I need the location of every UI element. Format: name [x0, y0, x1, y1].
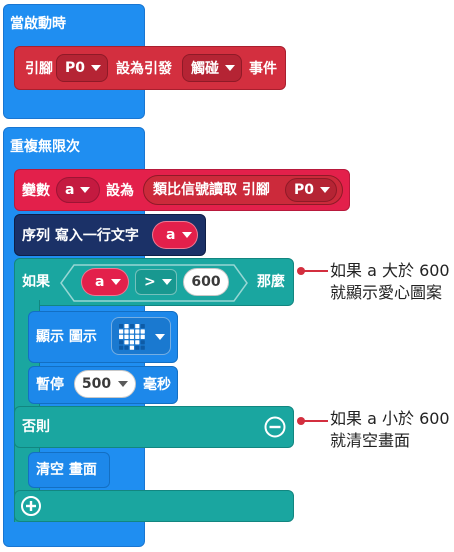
else-block-bar[interactable] — [14, 406, 294, 448]
set-var-middle: 設為 — [106, 183, 134, 199]
analog-read-label: 類比信號讀取 引腳 — [153, 182, 270, 198]
annotation-pointer-1 — [297, 267, 328, 275]
compare-var-value: a — [95, 274, 105, 290]
plus-circle-icon[interactable] — [21, 496, 41, 516]
then-label: 那麼 — [257, 274, 285, 290]
serial-write-label: 序列 寫入一行文字 — [22, 228, 139, 244]
compare-var-pill[interactable]: a — [81, 268, 129, 296]
compare-value: 600 — [191, 274, 221, 290]
if-label: 如果 — [22, 274, 50, 290]
pin-event-prefix: 引腳 — [25, 61, 53, 77]
chevron-down-icon — [155, 334, 165, 340]
annotation-2-line2: 就清空畫面 — [330, 431, 411, 450]
pause-value: 500 — [81, 376, 112, 392]
pin-dropdown[interactable]: P0 — [56, 54, 108, 82]
annotation-pointer-2 — [297, 417, 328, 425]
annotation-2-line1: 如果 a 小於 600 — [330, 409, 450, 428]
clear-screen-label: 清空 畫面 — [36, 462, 97, 478]
chevron-down-icon — [182, 232, 193, 238]
event-dropdown[interactable]: 觸碰 — [182, 54, 242, 82]
pause-unit: 毫秒 — [143, 377, 171, 393]
pause-label: 暫停 — [36, 377, 64, 393]
icon-dropdown[interactable] — [111, 317, 171, 355]
operator-value: > — [144, 274, 156, 290]
pin-dropdown-value: P0 — [65, 60, 86, 76]
analog-pin-value: P0 — [294, 182, 315, 198]
chevron-down-icon — [320, 187, 331, 193]
analog-pin-dropdown[interactable]: P0 — [285, 178, 337, 202]
else-label: 否則 — [22, 419, 50, 435]
variable-dropdown-value: a — [65, 182, 75, 198]
show-icon-label: 顯示 圖示 — [36, 329, 97, 345]
operator-dropdown[interactable]: > — [135, 269, 177, 295]
chevron-down-icon — [161, 279, 172, 285]
event-dropdown-value: 觸碰 — [191, 61, 219, 77]
chevron-down-icon — [80, 187, 91, 193]
forever-label: 重複無限次 — [10, 139, 80, 155]
annotation-1-line1: 如果 a 大於 600 — [330, 261, 450, 280]
minus-circle-icon[interactable] — [264, 416, 286, 438]
serial-var-pill[interactable]: a — [152, 221, 198, 249]
on-start-label: 當啟動時 — [10, 16, 66, 32]
set-var-prefix: 變數 — [22, 183, 50, 199]
variable-dropdown[interactable]: a — [56, 177, 100, 203]
chevron-down-icon — [111, 279, 122, 285]
compare-value-input[interactable]: 600 — [183, 268, 229, 296]
heart-icon — [119, 324, 145, 350]
pause-value-input[interactable]: 500 — [74, 370, 136, 398]
pin-event-middle: 設為引發 — [116, 61, 172, 77]
chevron-down-icon — [91, 65, 102, 71]
serial-var-value: a — [166, 227, 176, 243]
clear-screen-block[interactable] — [28, 452, 110, 488]
annotation-1-line2: 就顯示愛心圖案 — [330, 283, 443, 302]
chevron-down-icon — [118, 381, 129, 387]
chevron-down-icon — [225, 65, 235, 71]
pin-event-suffix: 事件 — [249, 61, 277, 77]
if-block-bottom[interactable] — [14, 490, 294, 522]
